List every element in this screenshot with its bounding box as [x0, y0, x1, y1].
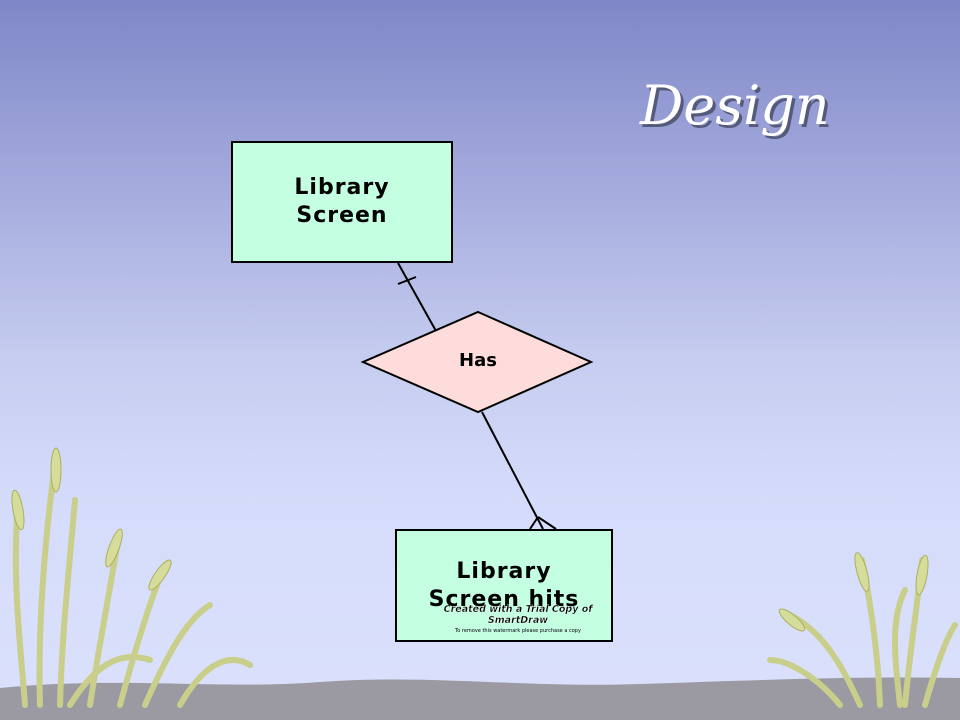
relationship-diamond: [360, 310, 594, 414]
entity-label: Library Screen: [294, 175, 390, 228]
one-cardinality-mark: [397, 276, 417, 285]
watermark-line: Created with a Trial Copy of SmartDraw: [443, 604, 593, 626]
connector-relationship-e2: [481, 411, 544, 530]
grass-left-heads: [11, 447, 172, 591]
slide-title: Design: [640, 74, 830, 137]
watermark-subline: To remove this watermark please purchase…: [455, 628, 581, 634]
entity-label: Library Screen hits: [428, 558, 580, 612]
ground-shape: [0, 677, 960, 720]
connector-e1-relationship: [397, 262, 437, 332]
relationship-label: Has: [459, 350, 497, 371]
many-cardinality-mark: [529, 516, 557, 530]
entity-library-screen[interactable]: Library Screen: [231, 141, 453, 263]
grass-right-heads: [778, 552, 929, 632]
entity-library-screen-hits[interactable]: Library Screen hits: [395, 529, 613, 642]
watermark: Created with a Trial Copy of SmartDraw T…: [418, 604, 618, 634]
